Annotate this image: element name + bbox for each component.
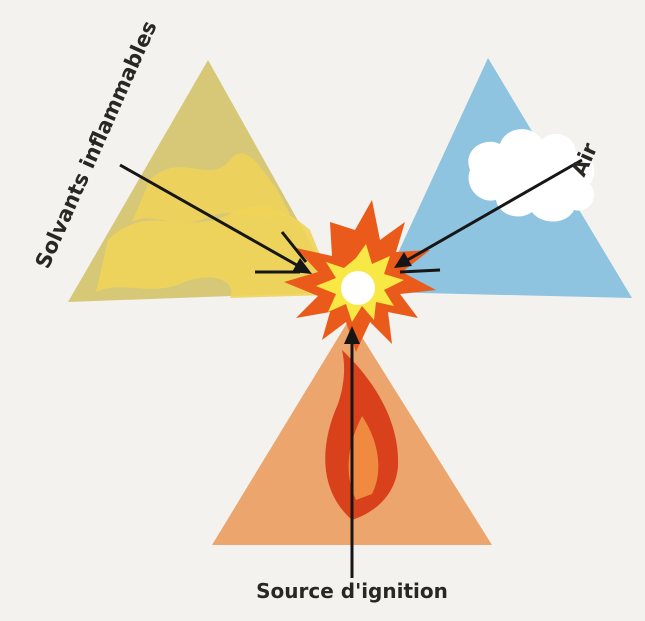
explosion-core xyxy=(341,271,375,305)
ignition-label: Source d'ignition xyxy=(256,579,448,603)
air-tick-1 xyxy=(400,270,440,272)
